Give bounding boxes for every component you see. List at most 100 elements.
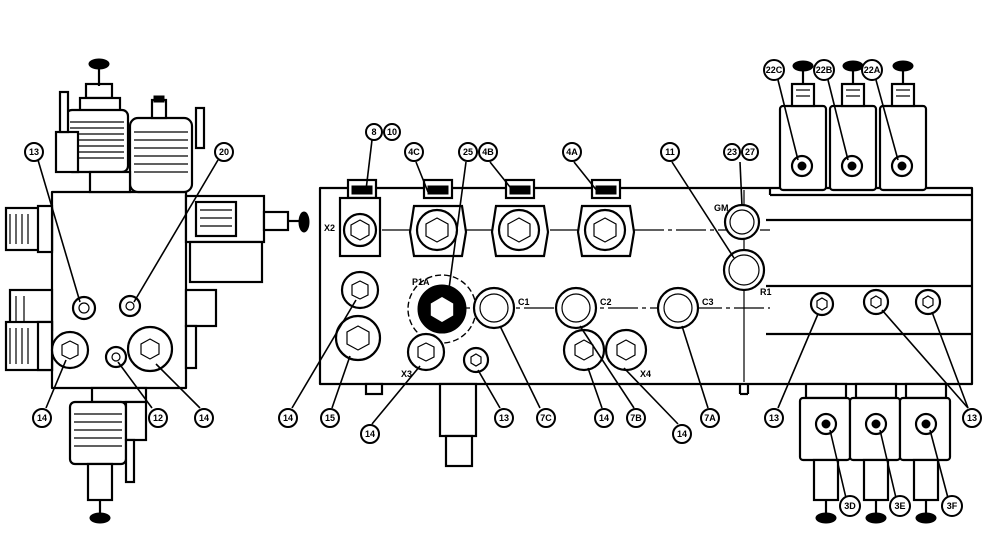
leader-lines [37,79,969,499]
svg-text:4C: 4C [408,147,420,157]
spool-4a [576,204,636,258]
svg-text:14: 14 [599,413,609,423]
callout-14-side-left: 14 [32,408,52,428]
callout-25: 25 [458,142,478,162]
callout-13-mid: 13 [764,408,784,428]
callout-7b: 7B [626,408,646,428]
bottom-knob-icon [89,512,111,524]
bottom-fitting [438,382,478,438]
callout-4a: 4A [562,142,582,162]
svg-text:27: 27 [745,147,755,157]
side-right-knob-icon [298,211,310,233]
solenoid-22c [778,60,828,192]
label-c2: C2 [600,297,612,307]
port-labels: X2 X3 X4 P1A C1 C2 C3 R1 GM [324,203,772,379]
label-r1: R1 [760,287,772,297]
callout-22a: 22A [861,59,883,81]
pilot-port-x4 [604,328,648,372]
svg-text:22A: 22A [864,65,881,75]
svg-text:4A: 4A [566,147,578,157]
callout-14-front-c: 14 [594,408,614,428]
svg-text:4B: 4B [482,147,494,157]
callout-10: 10 [383,123,401,141]
callout-3f: 3F [941,495,963,517]
label-gm: GM [714,203,729,213]
spool-cap-4a [590,178,622,200]
label-c1: C1 [518,297,530,307]
callout-15: 15 [320,408,340,428]
callout-3d: 3D [839,495,861,517]
solenoid-22a [878,60,928,192]
svg-text:13: 13 [29,147,39,157]
svg-text:13: 13 [769,413,779,423]
side-port-20 [118,294,142,318]
top-knob-base [84,82,114,100]
callout-23: 23 [723,143,741,161]
callout-14-side-right: 14 [194,408,214,428]
svg-text:7B: 7B [630,413,642,423]
callout-14-front-b: 14 [360,424,380,444]
label-c3: C3 [702,297,714,307]
side-port-13 [71,295,97,321]
spool-4c [408,204,468,258]
solenoid-22b [828,60,878,192]
side-port-12 [104,345,128,369]
svg-text:25: 25 [463,147,473,157]
svg-text:13: 13 [967,413,977,423]
side-port-14-left [50,330,90,370]
pilot-port-x3 [406,332,446,372]
svg-text:14: 14 [37,413,47,423]
svg-text:7C: 7C [540,413,552,423]
svg-text:14: 14 [283,413,293,423]
side-port-14-right [126,325,174,373]
svg-text:20: 20 [219,147,229,157]
svg-text:8: 8 [371,127,376,137]
svg-text:7A: 7A [704,413,716,423]
spool-4b [490,204,550,258]
top-knob-icon [88,58,110,70]
side-solenoid-coil-2 [128,116,194,194]
callout-22c: 22C [763,59,785,81]
callout-13-right: 13 [962,408,982,428]
svg-text:14: 14 [677,429,687,439]
label-p1a: P1A [412,277,430,287]
callouts: 13 20 14 12 14 8 10 4C 25 4B 4A 11 23 27… [24,59,982,517]
svg-text:22B: 22B [816,65,833,75]
front-port-14-mid [562,328,606,372]
front-port-15 [334,314,382,362]
svg-text:14: 14 [365,429,375,439]
solenoid-3f [898,382,952,524]
svg-text:12: 12 [153,413,163,423]
front-port-13-lower [462,346,490,374]
callout-20: 20 [214,142,234,162]
label-x2: X2 [324,223,335,233]
spool-cap-4b [504,178,536,200]
callout-3e: 3E [889,495,911,517]
callout-8: 8 [365,123,383,141]
front-port-14-upper [340,270,380,310]
svg-text:3D: 3D [844,501,856,511]
spool-cap-4c [422,178,454,200]
svg-text:3F: 3F [947,501,958,511]
svg-text:13: 13 [499,413,509,423]
callout-12: 12 [148,408,168,428]
solenoid-3d [798,382,852,524]
callout-27: 27 [741,143,759,161]
svg-text:3E: 3E [894,501,905,511]
front-view [318,60,974,524]
svg-text:14: 14 [199,413,209,423]
label-x3: X3 [401,369,412,379]
front-port-13-c [914,288,942,316]
callout-22b: 22B [813,59,835,81]
callout-7a: 7A [700,408,720,428]
side-view [4,58,310,524]
callout-14-front-a: 14 [278,408,298,428]
callout-13-front: 13 [494,408,514,428]
svg-text:15: 15 [325,413,335,423]
solenoid-3e [848,382,902,524]
return-port-r1 [722,248,766,292]
callout-4c: 4C [404,142,424,162]
callout-13-side: 13 [24,142,44,162]
